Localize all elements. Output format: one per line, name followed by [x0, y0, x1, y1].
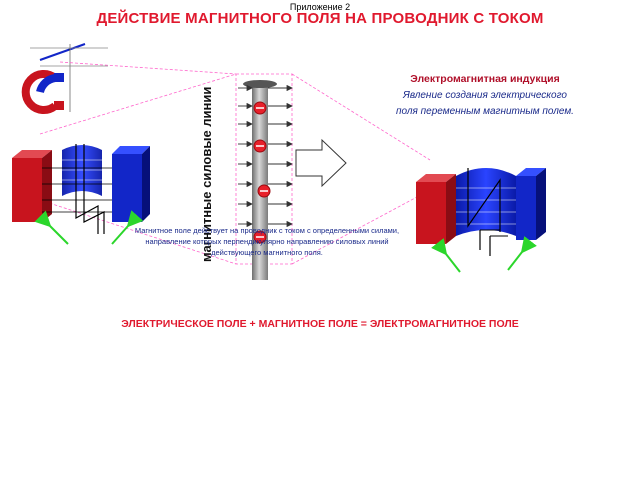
- right-magnet-assembly: [416, 168, 546, 256]
- field-lines: [238, 84, 293, 228]
- field-lines-label: магнитные силовые линии: [199, 87, 214, 262]
- induction-definition: Явление создания электрического поля пер…: [360, 88, 610, 120]
- appendix-label: Приложение 2: [289, 2, 351, 12]
- block-arrow-right-icon: [295, 138, 347, 188]
- page-title: ДЕЙСТВИЕ МАГНИТНОГО ПОЛЯ НА ПРОВОДНИК С …: [96, 10, 544, 27]
- force-arrow-icon: [431, 236, 537, 273]
- field-caption: Магнитное поле действует на проводник с …: [112, 225, 422, 258]
- induction-line: Явление создания электрического: [403, 90, 567, 101]
- projection-guides: [39, 61, 431, 265]
- left-magnet-assembly: [12, 144, 150, 234]
- induction-title: Электромагнитная индукция: [410, 73, 560, 85]
- caption-line: действующего магнитного поля.: [211, 248, 323, 257]
- horseshoe-magnet-icon: +: [21, 43, 108, 114]
- caption-line: направление которых перпендикулярно напр…: [145, 237, 389, 246]
- charge-minus-icon: [253, 101, 271, 244]
- force-arrow-icon: [34, 210, 144, 245]
- equation-text: ЭЛЕКТРИЧЕСКОЕ ПОЛЕ + МАГНИТНОЕ ПОЛЕ = ЭЛ…: [121, 318, 519, 330]
- induction-line: поля переменным магнитным полем.: [396, 106, 574, 117]
- svg-text:+: +: [68, 47, 71, 52]
- caption-line: Магнитное поле действует на проводник с …: [134, 226, 400, 235]
